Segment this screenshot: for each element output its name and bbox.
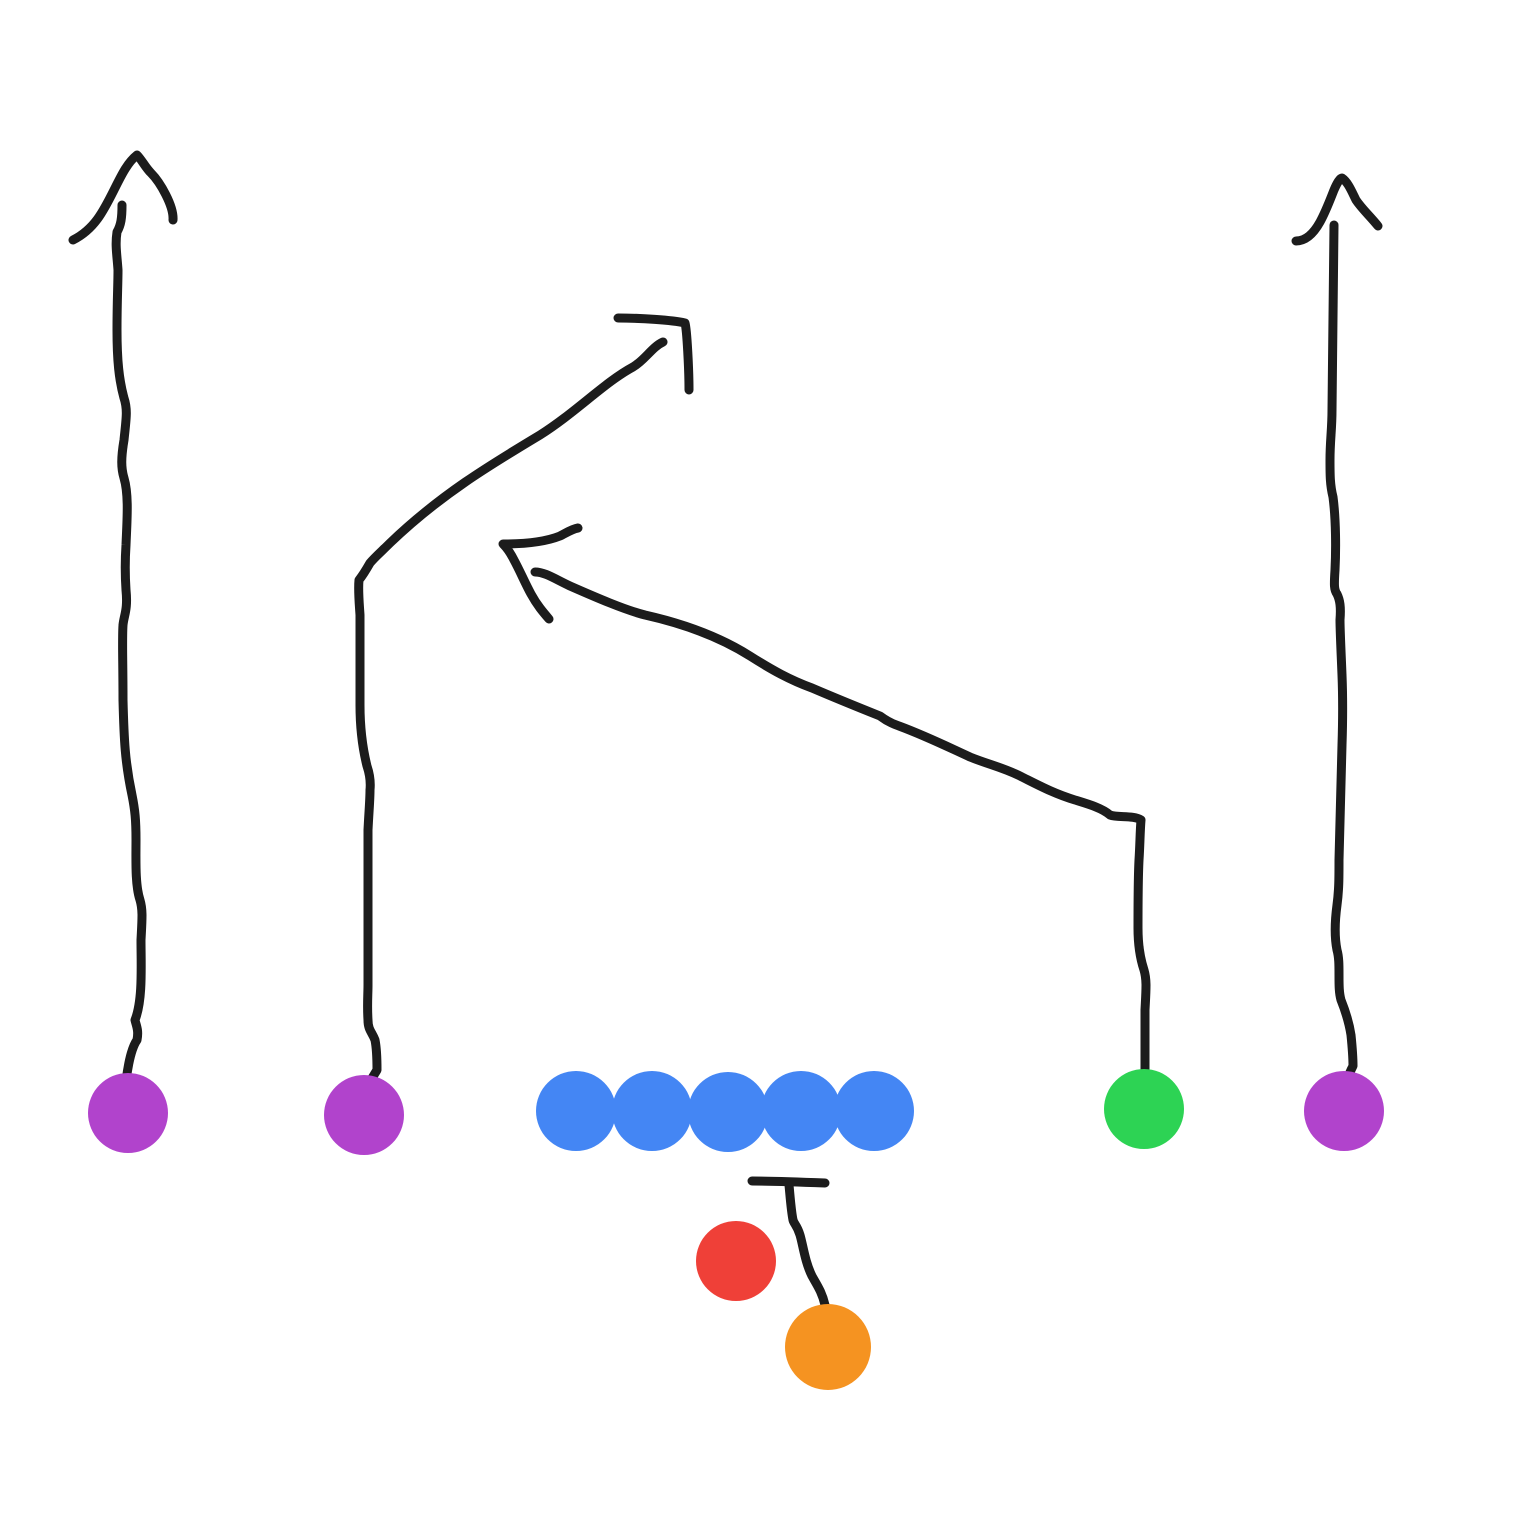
route-left-slot-post-arrowhead [613, 313, 694, 395]
route-right-outside-go-arrowhead [1291, 173, 1383, 246]
player-receiver-right-outside [1304, 1071, 1384, 1151]
route-right-outside-go [1325, 220, 1358, 1100]
player-lineman-3 [688, 1072, 768, 1152]
route-running-back-block-bar [747, 1176, 830, 1188]
routes-layer [68, 150, 1383, 1310]
player-quarterback [696, 1221, 776, 1301]
player-lineman-4 [761, 1071, 841, 1151]
route-left-slot-post [354, 337, 668, 1105]
player-receiver-left-outside [88, 1073, 168, 1153]
route-left-outside-go [111, 200, 147, 1100]
player-running-back [785, 1304, 871, 1390]
route-tight-end-crossing-arrowhead [498, 523, 583, 624]
player-lineman-2 [612, 1071, 692, 1151]
route-running-back-block [784, 1180, 830, 1310]
player-receiver-left-slot [324, 1075, 404, 1155]
player-tight-end [1104, 1069, 1184, 1149]
players-layer [88, 1069, 1384, 1390]
route-tight-end-crossing [530, 567, 1151, 1100]
route-left-outside-go-arrowhead [68, 150, 178, 245]
player-lineman-5 [834, 1071, 914, 1151]
player-lineman-1 [536, 1071, 616, 1151]
